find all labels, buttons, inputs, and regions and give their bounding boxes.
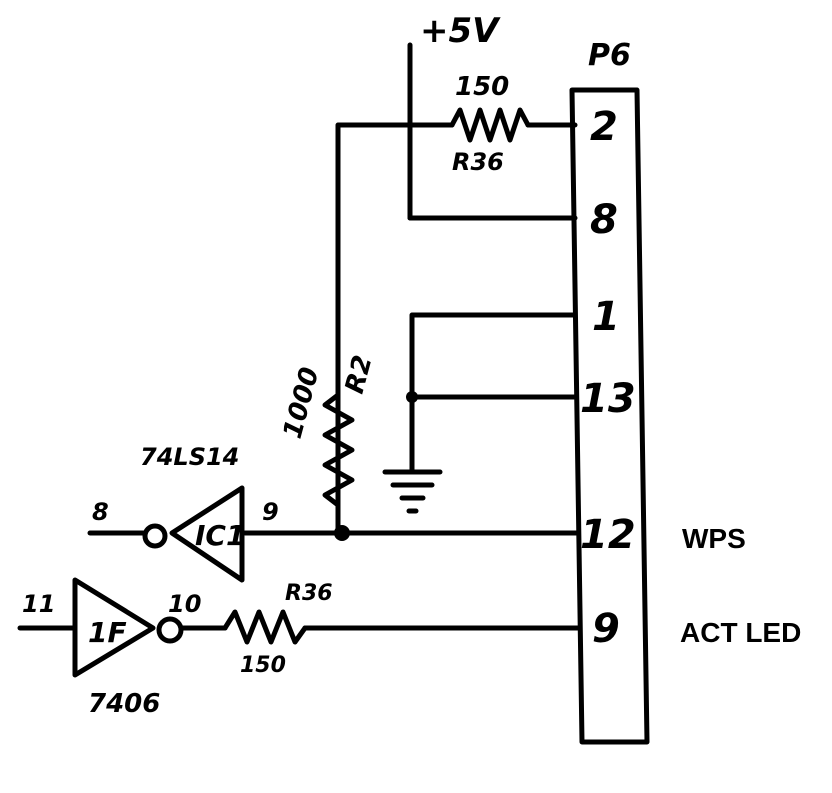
pin1-wire [409, 312, 578, 473]
gate-bottom-type: 7406 [88, 689, 160, 719]
gate-top-ref: IC1 [195, 519, 245, 552]
inverter-gate-top [87, 485, 245, 583]
power-label: +5V [420, 11, 501, 51]
gate-bottom-in-pin: 11 [22, 590, 55, 618]
connector-label: P6 [588, 38, 631, 73]
pin-label-2: 2 [590, 104, 618, 150]
pin-label-13: 13 [580, 376, 636, 422]
left-rail-wire [335, 122, 455, 533]
signal-label-wps: WPS [682, 523, 746, 554]
resistor-pullup [322, 392, 355, 508]
inverter-gate-bottom [17, 577, 228, 678]
gate-top-in-pin: 8 [92, 498, 109, 526]
pin-label-8: 8 [590, 197, 618, 243]
connector-p6 [569, 87, 650, 745]
gate-top-out-pin: 9 [262, 498, 279, 526]
resistor-pullup-ref: R2 [340, 352, 379, 397]
resistor-bottom-value: 150 [240, 653, 286, 678]
resistor-top-ref: R36 [452, 148, 504, 176]
pin-label-12: 12 [580, 512, 636, 558]
gate-top-type: 74LS14 [140, 443, 239, 471]
resistor-pullup-value: 1000 [278, 364, 326, 442]
ground-junction-dot [406, 391, 418, 403]
pin-label-9: 9 [592, 606, 620, 652]
resistor-top-value: 150 [455, 72, 509, 102]
gate-bottom-ref: 1F [88, 616, 127, 649]
signal-label-act-led: ACT LED [680, 617, 801, 648]
ground-icon [382, 469, 443, 514]
resistor-top [449, 107, 531, 143]
gate-bottom-out-pin: 10 [168, 590, 201, 618]
resistor-bottom-ref: R36 [285, 581, 333, 606]
pin-label-1: 1 [592, 294, 620, 340]
resistor-bottom [222, 609, 308, 645]
